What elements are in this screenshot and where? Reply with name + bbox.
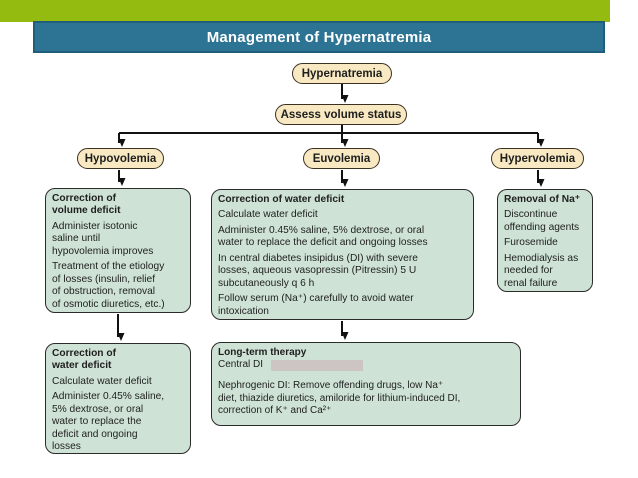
box-title: Removal of Na⁺ bbox=[504, 194, 581, 205]
box-paragraph: Administer 0.45% saline, 5% dextrose, or… bbox=[218, 224, 428, 249]
node-hypernatremia: Hypernatremia bbox=[292, 63, 392, 84]
box-paragraph: Nephrogenic DI: Remove offending drugs, … bbox=[218, 380, 461, 416]
node-hypervolemia: Hypervolemia bbox=[491, 148, 584, 169]
box-paragraph: Calculate water deficit bbox=[218, 209, 318, 221]
central-di-line: Central DI bbox=[218, 359, 514, 371]
box-correction-water-deficit-followup: Correction of water deficit Calculate wa… bbox=[45, 343, 191, 454]
box-correction-water-deficit: Correction of water deficit Calculate wa… bbox=[211, 189, 474, 320]
box-long-term-therapy: Long-term therapy Central DI Nephrogenic… bbox=[211, 342, 521, 426]
box-paragraph: Hemodialysis as needed for renal failure bbox=[504, 252, 579, 289]
box-paragraph: Discontinue offending agents bbox=[504, 209, 580, 233]
node-assess-volume-status: Assess volume status bbox=[275, 104, 407, 125]
box-paragraph: Administer 0.45% saline, 5% dextrose, or… bbox=[52, 391, 165, 453]
box-paragraph: Furosemide bbox=[504, 237, 558, 249]
node-assess-label: Assess volume status bbox=[280, 108, 402, 121]
box-title: Correction of water deficit bbox=[52, 348, 116, 372]
box-paragraph: Administer isotonic saline until hypovol… bbox=[52, 220, 154, 257]
box-paragraph: Calculate water deficit bbox=[52, 375, 152, 387]
slide-title-banner: Management of Hypernatremia bbox=[33, 21, 605, 53]
box-correction-volume-deficit: Correction of volume deficit Administer … bbox=[45, 188, 191, 313]
accent-bar bbox=[0, 0, 610, 22]
box-title: Long-term therapy bbox=[218, 347, 307, 358]
box-paragraph: Follow serum (Na⁺) carefully to avoid wa… bbox=[218, 293, 414, 317]
box-title: Correction of volume deficit bbox=[52, 193, 121, 217]
slide-title: Management of Hypernatremia bbox=[206, 28, 432, 46]
node-euvolemia: Euvolemia bbox=[303, 148, 380, 169]
box-title: Correction of water deficit bbox=[218, 194, 345, 205]
node-euvolemia-label: Euvolemia bbox=[312, 152, 371, 165]
box-paragraph: In central diabetes insipidus (DI) with … bbox=[218, 252, 418, 289]
redacted-text-block bbox=[271, 359, 364, 371]
node-hypovolemia: Hypovolemia bbox=[77, 148, 164, 169]
node-hypernatremia-label: Hypernatremia bbox=[301, 67, 383, 80]
node-hypovolemia-label: Hypovolemia bbox=[84, 152, 157, 165]
central-di-label: Central DI bbox=[218, 359, 264, 371]
box-paragraph: Treatment of the etiology of losses (ins… bbox=[52, 261, 165, 310]
box-removal-of-na: Removal of Na⁺ Discontinue offending age… bbox=[497, 189, 593, 292]
node-hypervolemia-label: Hypervolemia bbox=[499, 152, 576, 165]
